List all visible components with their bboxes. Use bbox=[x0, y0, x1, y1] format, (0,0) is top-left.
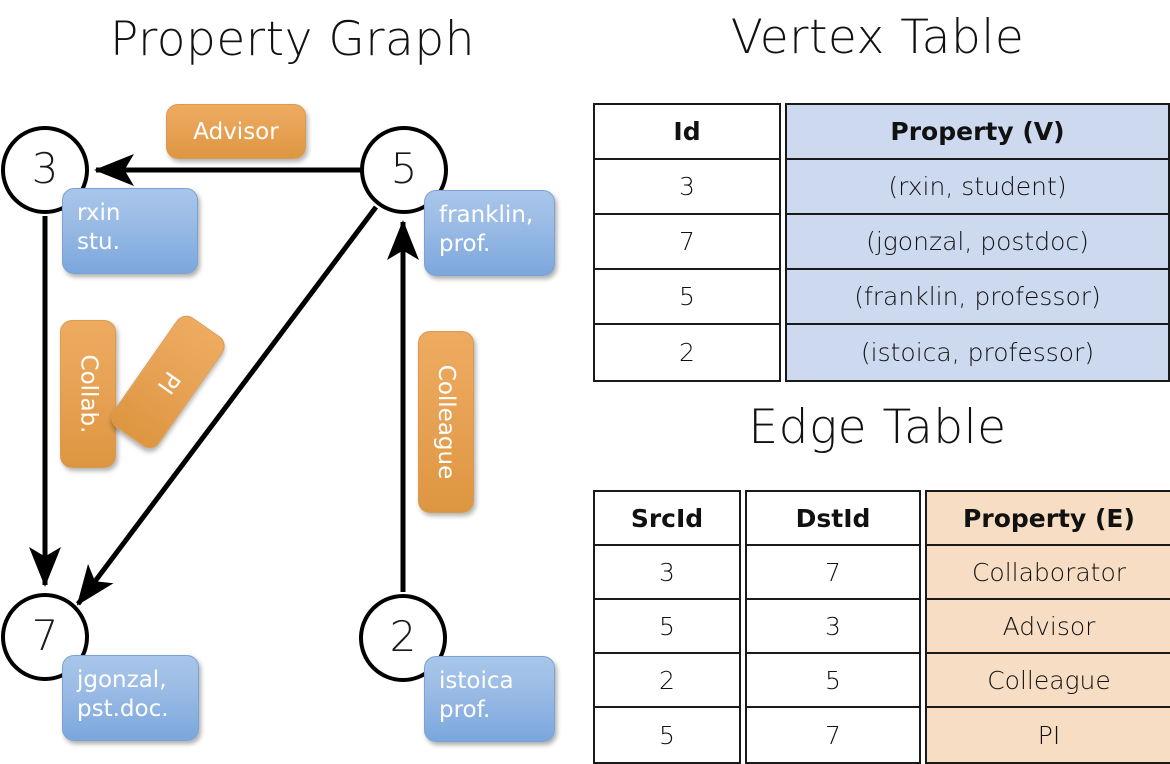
node-property-box-2: istoica prof. bbox=[424, 656, 555, 742]
node-property-box-7: jgonzal, pst.doc. bbox=[62, 655, 199, 741]
graph-node-7-label: 7 bbox=[31, 611, 59, 660]
vertex-table-cell-id-1: 7 bbox=[595, 215, 779, 270]
edge-label-colleague-text: Colleague bbox=[433, 364, 460, 480]
node-property-box-5-line2: prof. bbox=[439, 231, 491, 258]
graph-node-3-label: 3 bbox=[31, 144, 59, 193]
page-title-vertex-table: Vertex Table bbox=[730, 10, 1025, 65]
graph-node-5[interactable]: 5 bbox=[360, 126, 448, 214]
edge-table-cell-property-2: Colleague bbox=[927, 654, 1170, 708]
edge-label-collab: Collab. bbox=[60, 320, 116, 468]
vertex-table-column-id: Id 3 7 5 2 bbox=[593, 103, 781, 382]
vertex-table-column-property: Property (V) (rxin, student) (jgonzal, p… bbox=[785, 103, 1170, 382]
vertex-table-cell-property-3: (istoica, professor) bbox=[860, 338, 1095, 367]
node-property-box-3: rxin stu. bbox=[62, 188, 198, 274]
vertex-table-cell-id-3: 2 bbox=[679, 338, 695, 367]
edge-table: SrcId 3 5 2 5 DstId 7 3 5 7 Property (E)… bbox=[593, 490, 1170, 764]
vertex-table-cell-property-0: (rxin, student) bbox=[787, 160, 1168, 215]
edge-label-colleague: Colleague bbox=[418, 331, 474, 513]
page-title-edge-table: Edge Table bbox=[748, 400, 1007, 455]
page-title-property-graph: Property Graph bbox=[110, 12, 475, 67]
vertex-table-cell-property-1: (jgonzal, postdoc) bbox=[787, 215, 1168, 270]
property-graph-diagram: Advisor Collab. PI Colleague 3 5 7 2 rxi… bbox=[0, 0, 585, 760]
edge-table-header-dstid: DstId bbox=[747, 492, 919, 546]
vertex-table: Id 3 7 5 2 Property (V) (rxin, student) … bbox=[593, 103, 1170, 382]
edge-table-cell-srcid-3: 5 bbox=[659, 720, 675, 750]
edge-label-pi-text: PI bbox=[151, 366, 185, 398]
edge-table-cell-property-3: PI bbox=[1037, 720, 1061, 750]
edge-table-header-property: Property (E) bbox=[927, 492, 1170, 546]
edge-table-column-property: Property (E) Collaborator Advisor Collea… bbox=[925, 490, 1170, 764]
edge-table-cell-srcid-0: 3 bbox=[595, 546, 739, 600]
vertex-table-cell-id-0: 3 bbox=[595, 160, 779, 215]
edge-table-cell-dstid-1: 3 bbox=[747, 600, 919, 654]
edge-table-column-dstid: DstId 7 3 5 7 bbox=[745, 490, 921, 764]
node-property-box-5-line1: franklin, bbox=[439, 202, 534, 228]
node-property-box-3-line2: stu. bbox=[77, 229, 120, 256]
edge-table-cell-dstid-2: 5 bbox=[747, 654, 919, 708]
vertex-table-header-id: Id bbox=[595, 105, 779, 160]
vertex-table-cell-property-2: (franklin, professor) bbox=[787, 270, 1168, 325]
node-property-box-7-line1: jgonzal, bbox=[77, 667, 167, 693]
vertex-table-cell-id-2: 5 bbox=[595, 270, 779, 325]
edge-table-cell-dstid-0: 7 bbox=[747, 546, 919, 600]
vertex-table-header-property: Property (V) bbox=[787, 105, 1168, 160]
edge-arrow-5-to-7 bbox=[76, 205, 378, 606]
graph-edges-layer bbox=[29, 154, 419, 606]
graph-node-2-label: 2 bbox=[389, 612, 417, 661]
edge-table-cell-property-1: Advisor bbox=[927, 600, 1170, 654]
edge-table-cell-srcid-1: 5 bbox=[595, 600, 739, 654]
node-property-box-3-line1: rxin bbox=[77, 200, 121, 226]
edge-label-advisor-text: Advisor bbox=[193, 118, 279, 145]
node-property-box-2-line2: prof. bbox=[439, 697, 491, 724]
edge-table-column-srcid: SrcId 3 5 2 5 bbox=[593, 490, 741, 764]
node-property-box-5: franklin, prof. bbox=[424, 190, 555, 276]
node-property-box-2-line1: istoica bbox=[439, 668, 514, 694]
edge-table-cell-property-0: Collaborator bbox=[927, 546, 1170, 600]
edge-table-header-srcid: SrcId bbox=[595, 492, 739, 546]
graph-node-5-label: 5 bbox=[390, 144, 418, 193]
edge-label-advisor: Advisor bbox=[166, 104, 306, 159]
node-property-box-7-line2: pst.doc. bbox=[77, 696, 169, 723]
edge-table-cell-srcid-2: 2 bbox=[595, 654, 739, 708]
edge-label-collab-text: Collab. bbox=[75, 354, 102, 434]
graph-node-2[interactable]: 2 bbox=[359, 594, 447, 682]
edge-table-cell-dstid-3: 7 bbox=[825, 720, 841, 750]
